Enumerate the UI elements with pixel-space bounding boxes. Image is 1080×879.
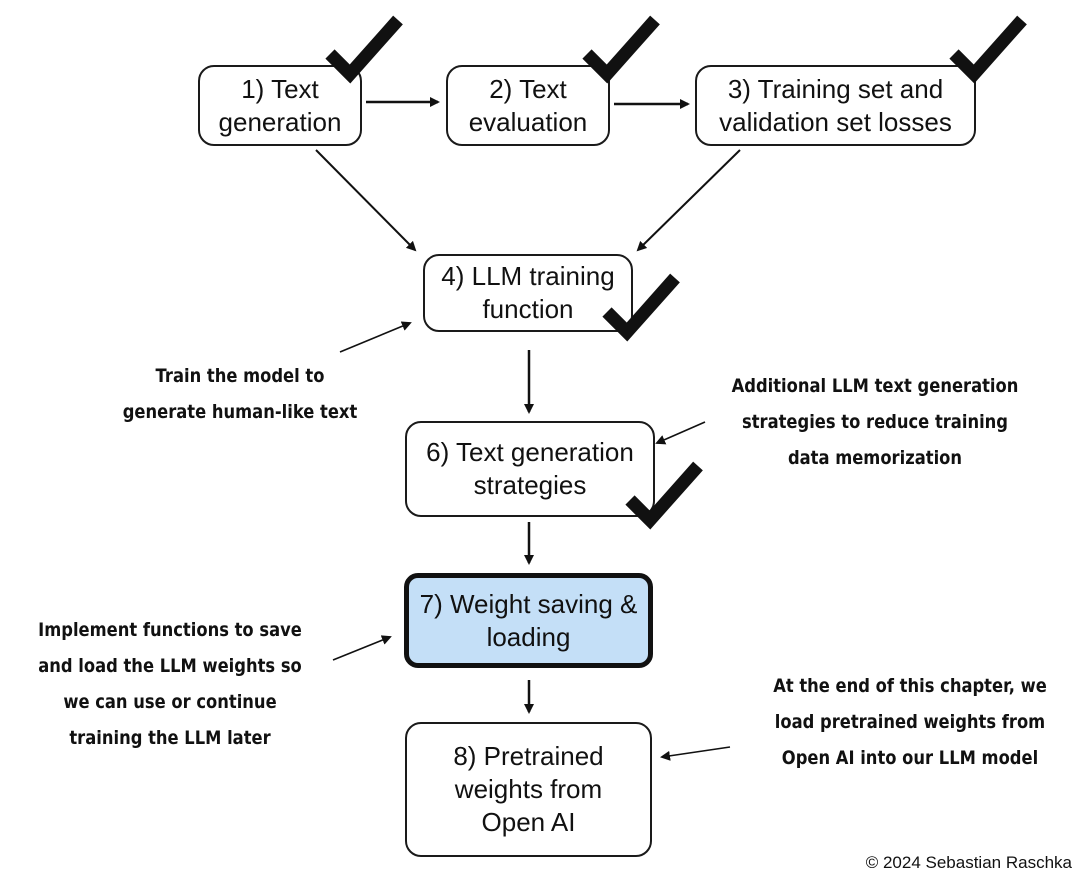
node-text-generation-strategies-label: 6) Text generation strategies bbox=[426, 437, 634, 500]
checkmark-icon bbox=[602, 273, 680, 342]
checkmark-icon bbox=[325, 15, 403, 84]
node-training-losses-label: 3) Training set and validation set losse… bbox=[719, 73, 952, 137]
annotation-arrow-additional-strategies bbox=[655, 421, 706, 445]
annotation-arrow-train-model bbox=[339, 321, 412, 353]
node-llm-training-function-label: 4) LLM training function bbox=[441, 261, 615, 324]
annotation-save-load: Implement functions to save and load the… bbox=[38, 619, 302, 749]
node-weight-saving-loading: 7) Weight saving & loading bbox=[404, 573, 653, 668]
node-llm-training-function: 4) LLM training function bbox=[423, 254, 633, 332]
checkmark-icon bbox=[949, 15, 1027, 84]
annotation-train-model: Train the model to generate human-like t… bbox=[122, 365, 358, 423]
node-pretrained-weights: 8) Pretrained weights from Open AI bbox=[405, 722, 652, 857]
node-weight-saving-loading-label: 7) Weight saving & loading bbox=[419, 588, 638, 652]
annotation-arrow-pretrained bbox=[660, 746, 731, 761]
node-text-generation-strategies: 6) Text generation strategies bbox=[405, 421, 655, 517]
node-training-losses: 3) Training set and validation set losse… bbox=[695, 65, 976, 146]
checkmark-icon bbox=[625, 461, 703, 530]
node-text-generation: 1) Text generation bbox=[198, 65, 362, 146]
annotation-arrow-save-load bbox=[332, 635, 392, 661]
checkmark-icon bbox=[582, 15, 660, 84]
arrow-3-to-4 bbox=[636, 149, 741, 252]
node-pretrained-weights-label: 8) Pretrained weights from Open AI bbox=[453, 741, 604, 837]
copyright-notice: © 2024 Sebastian Raschka bbox=[865, 853, 1072, 872]
annotation-pretrained: At the end of this chapter, we load pret… bbox=[773, 675, 1047, 769]
node-text-generation-label: 1) Text generation bbox=[218, 73, 342, 137]
node-text-evaluation-label: 2) Text evaluation bbox=[468, 73, 588, 137]
arrow-1-to-4 bbox=[315, 149, 417, 252]
annotation-additional-strategies: Additional LLM text generation strategie… bbox=[731, 375, 1019, 469]
node-text-evaluation: 2) Text evaluation bbox=[446, 65, 610, 146]
